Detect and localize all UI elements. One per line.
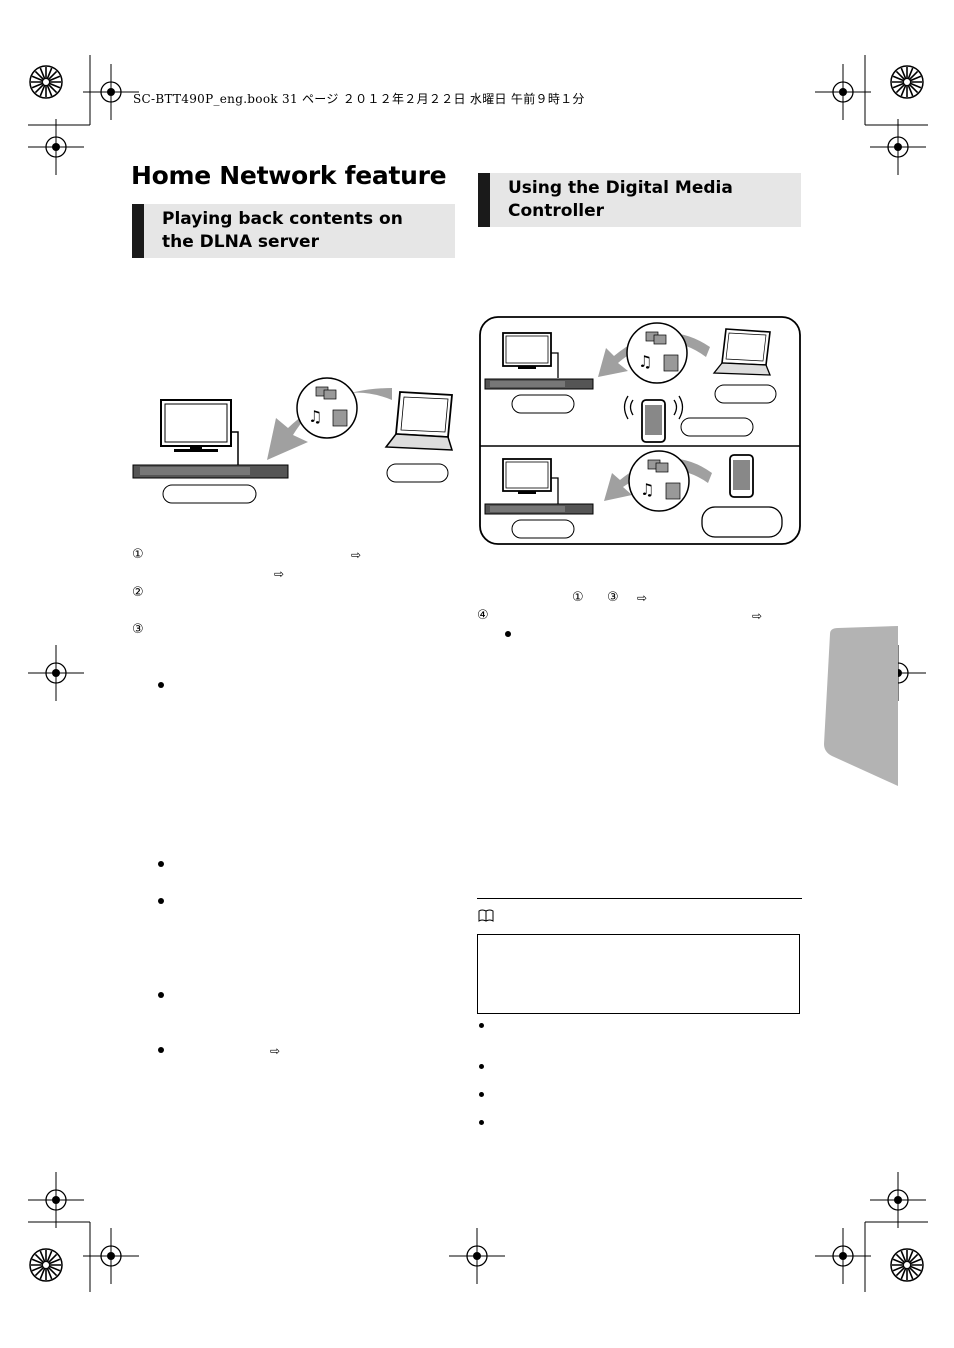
media-content-icon-top: ♫ (626, 322, 688, 384)
step-4-marker: ④ (477, 608, 489, 623)
tv-icon-top (502, 332, 559, 378)
step-1-arrow-b: ⇨ (274, 567, 285, 581)
tv-icon (160, 399, 239, 465)
page-title: Home Network feature (131, 161, 447, 190)
section-heading-dmc: Using the Digital Media Controller (478, 173, 801, 227)
smartphone-label-box-bottom (701, 506, 783, 538)
smartphone-icon-bottom (729, 454, 754, 498)
section-heading-dmc-text: Using the Digital Media Controller (508, 178, 733, 221)
smartphone-icon-top (623, 395, 684, 443)
laptop-icon (384, 391, 454, 451)
divider (477, 898, 802, 899)
note-bullet (479, 1023, 484, 1028)
player-icon-bottom (484, 503, 594, 515)
step-1-arrow-a: ⇨ (351, 548, 362, 562)
player-label-box (162, 484, 257, 504)
transfer-arrow (267, 388, 392, 460)
svg-text:♫: ♫ (308, 407, 322, 426)
player-label-box-top (511, 394, 575, 414)
book-icon (478, 909, 494, 922)
player-label-box-bottom (511, 519, 575, 539)
bullet (158, 898, 164, 904)
step-ref-3: ③ (607, 590, 619, 605)
svg-text:♫: ♫ (640, 480, 654, 499)
smartphone-label-box-top (680, 417, 754, 437)
note-bullet (479, 1120, 484, 1125)
bullet (158, 682, 164, 688)
step-ref-1: ① (572, 590, 584, 605)
note-bullet (479, 1064, 484, 1069)
step-1-marker: ① (132, 547, 144, 562)
player-icon (132, 464, 289, 479)
dlna-illustration: ♫ (132, 377, 454, 504)
media-content-icon: ♫ (296, 377, 358, 439)
side-tab (824, 626, 898, 786)
step-3-marker: ③ (132, 622, 144, 637)
laptop-icon-top (712, 328, 771, 376)
tv-icon-bottom (502, 458, 559, 504)
section-heading-dlna-text: Playing back contents on the DLNA server (162, 209, 403, 252)
step-2-marker: ② (132, 585, 144, 600)
bullet (505, 631, 511, 637)
bullet (158, 992, 164, 998)
bullet (158, 1047, 164, 1053)
note-bullet (479, 1092, 484, 1097)
bullet (158, 861, 164, 867)
step-ref-arrow: ⇨ (637, 591, 648, 605)
laptop-label-box (386, 463, 449, 483)
print-header: SC-BTT490P_eng.book 31 ページ ２０１２年２月２２日 水曜… (133, 92, 585, 106)
laptop-label-box-top (714, 384, 777, 404)
media-content-icon-bottom: ♫ (628, 450, 690, 512)
dmc-illustration: ♫ ♫ (479, 316, 801, 545)
svg-text:♫: ♫ (638, 352, 652, 371)
section-heading-dlna: Playing back contents on the DLNA server (132, 204, 455, 258)
bullet-arrow: ⇨ (270, 1044, 281, 1058)
player-icon-top (484, 378, 594, 390)
step-4-arrow: ⇨ (752, 609, 763, 623)
note-box (477, 934, 800, 1014)
